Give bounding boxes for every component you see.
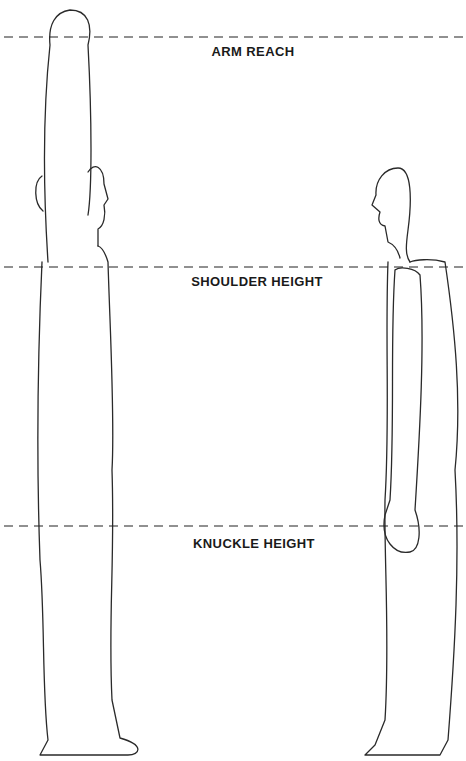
height-label: SHOULDER HEIGHT — [188, 274, 326, 289]
height-label: ARM REACH — [208, 44, 297, 59]
reference-line — [4, 525, 466, 526]
head-profile — [372, 168, 410, 262]
height-label: KNUCKLE HEIGHT — [190, 536, 318, 551]
body-outline — [38, 246, 138, 755]
raised-arm — [45, 10, 92, 262]
head-profile — [88, 167, 108, 246]
hanging-arm — [384, 268, 422, 552]
body-outline — [365, 260, 458, 755]
reference-line — [4, 36, 466, 37]
back-outline — [36, 176, 43, 211]
reference-line — [4, 266, 466, 267]
